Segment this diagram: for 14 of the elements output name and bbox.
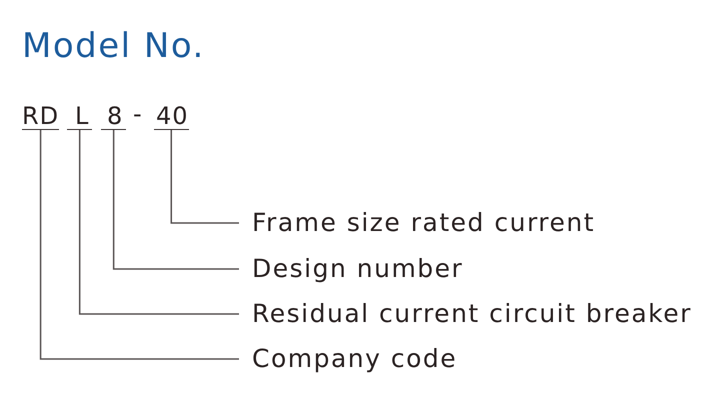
code-segment: L [67,103,92,130]
code-segment: 8 [101,103,126,130]
segment-description: Frame size rated current [252,208,596,238]
leader-line [40,130,239,360]
segment-description: Residual current circuit breaker [252,299,692,329]
code-segment: 40 [154,103,189,130]
leader-line [78,130,239,315]
diagram-title: Model No. [22,26,205,66]
segment-description: Company code [252,344,458,374]
code-separator: - [133,101,142,127]
leader-line [170,130,239,224]
leader-line [112,130,239,270]
segment-description: Design number [252,254,464,284]
code-segment: RD [22,103,60,130]
